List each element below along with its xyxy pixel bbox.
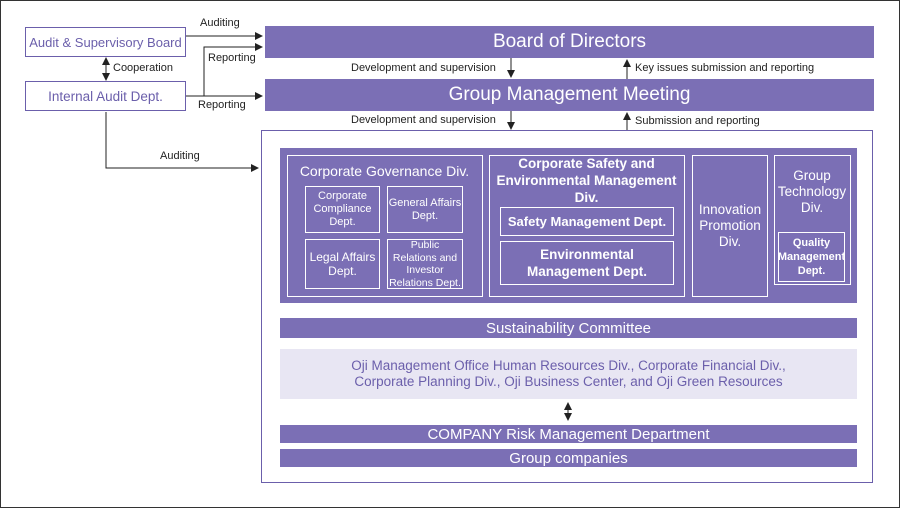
risk-management-bar: COMPANY Risk Management Department — [280, 425, 857, 443]
board-label: Board of Directors — [492, 31, 647, 52]
oji-management-office-panel: Oji Management Office Human Resources Di… — [280, 349, 857, 399]
oji-mgmt-label: Oji Management Office Human Resources Di… — [351, 358, 786, 389]
label-reporting-mid: Reporting — [198, 99, 246, 111]
environmental-management-dept: Environmental Management Dept. — [500, 241, 674, 285]
innovation-label: Innovation Promotion Div. — [698, 202, 762, 249]
corporate-governance-title: Corporate Governance Div. — [299, 163, 470, 179]
group-companies-bar: Group companies — [280, 449, 857, 467]
quality-mgmt-label: Quality Management Dept. — [777, 237, 846, 277]
label-dev-sup-1: Development and supervision — [351, 62, 496, 74]
env-mgmt-label: Environmental Management Dept. — [526, 247, 648, 279]
audit-board-label: Audit & Supervisory Board — [29, 34, 182, 50]
group-management-meeting-bar: Group Management Meeting — [265, 79, 874, 111]
edge-auditing-bottom — [105, 112, 259, 172]
corporate-safety-div: Corporate Safety and Environmental Manag… — [489, 155, 685, 297]
sustainability-committee-bar: Sustainability Committee — [280, 318, 857, 338]
group-companies-label: Group companies — [509, 449, 628, 467]
internal-audit-label: Internal Audit Dept. — [48, 88, 163, 104]
pr-ir-dept: Public Relations and Investor Relations … — [387, 239, 463, 289]
legal-affairs-label: Legal Affairs Dept. — [309, 250, 376, 278]
innovation-promotion-div: Innovation Promotion Div. — [692, 155, 768, 297]
board-of-directors-bar: Board of Directors — [265, 26, 874, 58]
internal-audit-box: Internal Audit Dept. — [25, 81, 186, 111]
compliance-dept: Corporate Compliance Dept. — [305, 186, 380, 233]
sustainability-label: Sustainability Committee — [485, 319, 652, 337]
label-cooperation: Cooperation — [113, 62, 173, 74]
label-reporting-top: Reporting — [208, 52, 256, 64]
risk-mgmt-label: COMPANY Risk Management Department — [427, 425, 710, 443]
label-submission: Submission and reporting — [635, 115, 760, 127]
label-dev-sup-2: Development and supervision — [351, 114, 496, 126]
safety-management-dept: Safety Management Dept. — [500, 207, 674, 236]
group-technology-title: Group Technology Div. — [777, 168, 847, 215]
pr-ir-label: Public Relations and Investor Relations … — [389, 239, 461, 289]
general-affairs-label: General Affairs Dept. — [388, 196, 462, 222]
divisions-panel — [280, 148, 857, 303]
safety-mgmt-label: Safety Management Dept. — [507, 214, 667, 229]
label-auditing-top: Auditing — [200, 17, 240, 29]
label-auditing-bottom: Auditing — [160, 150, 200, 162]
organization-container — [261, 130, 873, 483]
compliance-label: Corporate Compliance Dept. — [313, 190, 372, 228]
label-key-issues: Key issues submission and reporting — [635, 62, 815, 74]
audit-supervisory-board-box: Audit & Supervisory Board — [25, 27, 186, 57]
gmm-label: Group Management Meeting — [448, 84, 691, 105]
group-technology-div: Group Technology Div. — [774, 155, 851, 285]
quality-management-dept: Quality Management Dept. — [778, 232, 845, 282]
general-affairs-dept: General Affairs Dept. — [387, 186, 463, 233]
corporate-safety-title: Corporate Safety and Environmental Manag… — [496, 155, 677, 205]
corporate-governance-div: Corporate Governance Div. — [287, 155, 483, 297]
legal-affairs-dept: Legal Affairs Dept. — [305, 239, 380, 289]
